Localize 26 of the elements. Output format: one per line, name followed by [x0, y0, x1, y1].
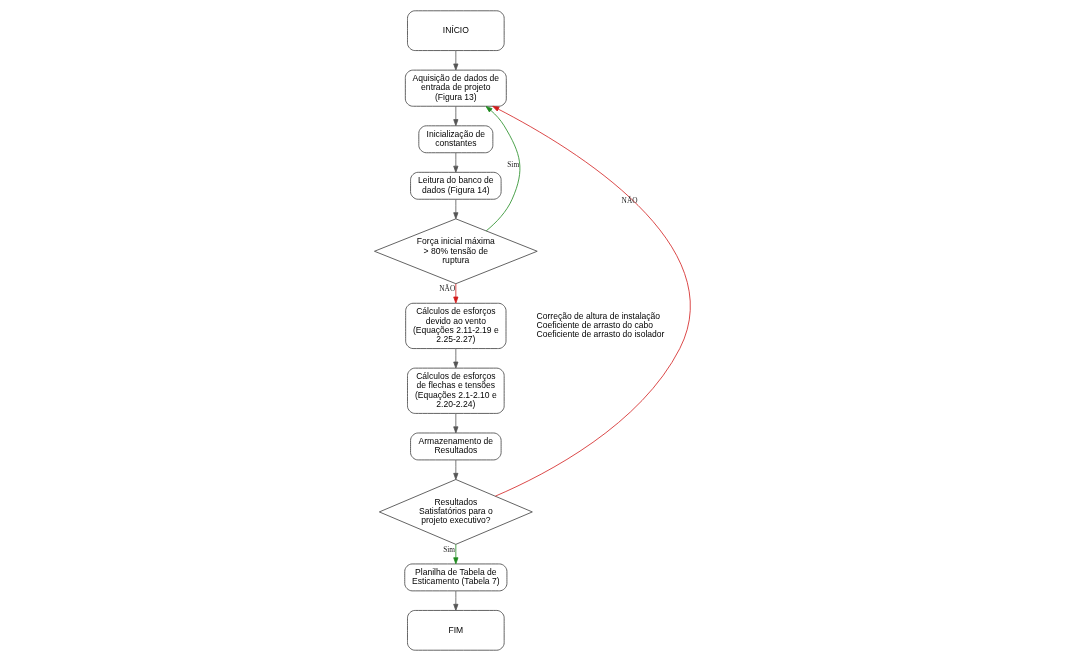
node-diamond: Força inicial máxima > 80% tensão de ruptura: [374, 218, 538, 285]
arrow: [453, 50, 459, 71]
node-box: FIM: [407, 610, 505, 651]
arrow: [453, 283, 459, 304]
arrow: [492, 105, 691, 497]
node-box: INÍCIO: [407, 10, 505, 51]
node-box: Planilha de Tabela de Esticamento (Tabela 7): [404, 563, 508, 592]
node-box: Armazenamento de Resultados: [410, 432, 502, 461]
node-box: Cálculos de esforços de flechas e tensões (Equações 2.1-2.10 e 2.20-2.24): [407, 367, 505, 414]
arrow: [453, 459, 459, 480]
node-label: Correção de altura de instalação: [536, 311, 661, 321]
node-label: Coeficiente de arrasto do isolador: [536, 329, 665, 340]
arrow: [453, 544, 459, 565]
arrow: [453, 199, 459, 220]
arrow: [453, 590, 459, 611]
arrow: [453, 152, 459, 173]
arrow: [485, 105, 521, 232]
node-box: Inicialização de constantes: [418, 125, 494, 154]
node-diamond: Resultados Satisfatórios para o projeto executivo?: [378, 479, 533, 545]
arrow: [453, 348, 459, 369]
node-label: Coeficiente de arrasto do cabo: [536, 320, 654, 331]
node-box: Cálculos de esforços devido ao vento (Equações 2.11-2.19 e 2.25-2.27): [405, 302, 507, 349]
arrow: [453, 413, 459, 434]
arrow: [453, 105, 459, 127]
node-box: Leitura do banco de dados (Figura 14): [410, 171, 502, 200]
node-box: Aquisição de dados de entrada de projeto (Figura 13): [404, 69, 507, 107]
